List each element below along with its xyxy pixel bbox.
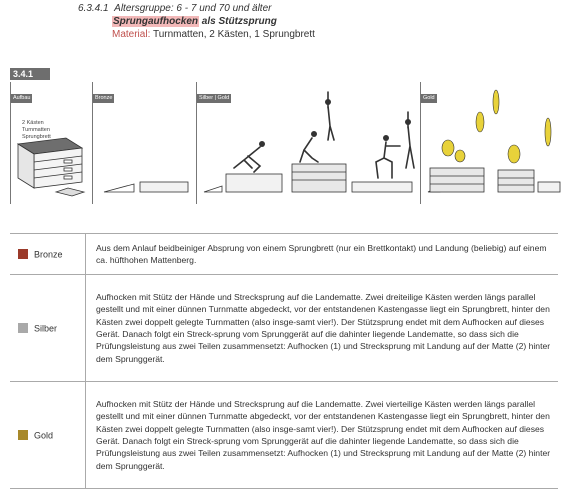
material-label: Material: <box>112 29 151 40</box>
panel-label-gold: Gold <box>421 94 437 103</box>
level-row-silber: Silber Aufhocken mit Stütz der Hände und… <box>10 274 558 382</box>
requirements-table: Bronze Aus dem Anlauf beidbeiniger Abspr… <box>10 233 558 489</box>
panel-gold: Gold <box>420 82 563 204</box>
athlete-figures-gold <box>441 89 552 164</box>
level-cell-silber: Silber <box>10 274 86 382</box>
panel-label-silber-gold: Silber | Gold <box>197 94 232 103</box>
level-text-bronze: Aus dem Anlauf beidbeiniger Absprung von… <box>85 233 558 275</box>
level-text-gold: Aufhocken mit Stütz der Hände und Streck… <box>85 381 558 489</box>
panel-silber-gold: Silber | Gold <box>196 82 419 204</box>
age-group-line: 6.3.4.1 Altersgruppe: 6 - 7 und 70 und ä… <box>78 2 315 15</box>
level-cell-gold: Gold <box>10 381 86 489</box>
level-row-gold: Gold Aufhocken mit Stütz der Hände und S… <box>10 381 558 489</box>
figure-tag: 3.4.1 <box>10 68 50 80</box>
kasten-label-line-2: Turnmatten <box>22 127 50 133</box>
kasten-label-line-3: Sprungbrett <box>22 134 51 140</box>
level-name-silber: Silber <box>34 323 58 334</box>
kasten-label: 2 Kästen Turnmatten Sprungbrett <box>22 120 51 141</box>
exercise-title: Sprungaufhocken als Stützsprung <box>78 15 315 28</box>
title-highlight: Sprungaufhocken <box>112 16 200 27</box>
level-cell-bronze: Bronze <box>10 233 86 275</box>
silber-swatch <box>18 323 28 334</box>
springboard-bronze <box>103 181 189 193</box>
section-number: 6.3.4.1 <box>78 3 109 14</box>
age-group: Altersgruppe: 6 - 7 und 70 und älter <box>114 3 272 14</box>
panel-label-bronze: Bronze <box>93 94 115 103</box>
panel-bronze: Bronze <box>92 82 193 204</box>
panel-label-aufbau: Aufbau <box>11 94 33 103</box>
illustration-drawing <box>16 89 561 197</box>
level-text-silber: Aufhocken mit Stütz der Hände und Streck… <box>85 274 558 382</box>
material-value: Turnmatten, 2 Kästen, 1 Sprungbrett <box>150 29 315 40</box>
box-gold <box>427 167 561 193</box>
level-row-bronze: Bronze Aus dem Anlauf beidbeiniger Abspr… <box>10 233 558 275</box>
kasten-label-line-1: 2 Kästen <box>22 120 44 126</box>
panel-aufbau: Aufbau <box>10 82 87 204</box>
exercise-header: 6.3.4.1 Altersgruppe: 6 - 7 und 70 und ä… <box>78 2 315 41</box>
material-line: Material: Turnmatten, 2 Kästen, 1 Sprung… <box>78 28 315 41</box>
title-rest: als Stützsprung <box>199 16 277 27</box>
level-name-gold: Gold <box>34 430 54 441</box>
level-name-bronze: Bronze <box>34 249 63 260</box>
vaulting-box-set <box>16 137 86 197</box>
exercise-illustration: Aufbau Bronze Silber | Gold Gold 2 Käste… <box>8 82 564 212</box>
bronze-swatch <box>18 249 28 260</box>
box-silber <box>203 163 413 193</box>
gold-swatch <box>18 430 28 441</box>
athlete-figures-silber <box>233 91 415 179</box>
